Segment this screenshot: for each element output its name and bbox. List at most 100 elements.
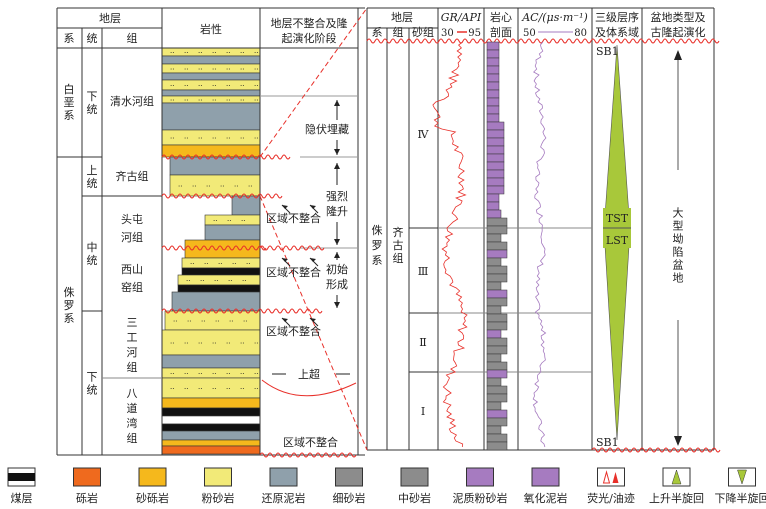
formation-label: 清水河组 <box>110 94 154 108</box>
legend-label: 中砂岩 <box>398 491 431 505</box>
medium-sandstone-icon <box>400 467 429 487</box>
unconformity-wave <box>259 452 357 458</box>
silt-dots: ·· <box>198 385 202 393</box>
header-formation: 组 <box>127 31 138 45</box>
silt-dots: ·· <box>226 82 230 90</box>
silt-dots: ·· <box>220 183 224 191</box>
silt-dots: ·· <box>184 49 188 57</box>
core-layer <box>486 305 502 315</box>
glut-layer <box>161 397 261 409</box>
top-unconformity <box>366 38 720 44</box>
char: 型 <box>673 219 684 233</box>
silt-dots: ·· <box>215 318 219 326</box>
r-header-strata: 地层 <box>391 11 413 24</box>
silt-dots: ·· <box>198 370 202 378</box>
core-layer <box>486 409 508 419</box>
formation-toutunhe: 头屯河组 <box>121 213 143 244</box>
header-lithology: 岩性 <box>200 22 222 36</box>
silt-dots: ·· <box>254 82 258 90</box>
unconformity-wave <box>161 193 283 199</box>
silt-dots: ·· <box>198 82 202 90</box>
glutenite-icon <box>138 467 167 487</box>
series-label: 上统 <box>87 164 98 190</box>
core-layer <box>486 241 508 251</box>
silt-dots: ·· <box>212 97 216 105</box>
swatch <box>73 467 101 487</box>
silt-layer <box>161 95 261 104</box>
silt-layer <box>161 79 261 91</box>
legend: 煤层砾岩砂砾岩粉砂岩还原泥岩细砂岩中砂岩泥质粉砂岩氧化泥岩荧光/油迹上升半旋回下… <box>7 467 766 505</box>
swatch-band <box>8 473 35 481</box>
r-system: 侏罗系 <box>371 224 383 267</box>
silt-dots: ·· <box>184 82 188 90</box>
tri <box>612 472 619 483</box>
ac-min: 50 <box>523 28 536 39</box>
core-layer <box>486 393 508 403</box>
stage-burial: 隐伏埋藏 <box>305 122 349 136</box>
core-layer <box>486 425 502 435</box>
silt-dots: ·· <box>184 135 188 143</box>
swatch <box>269 467 298 487</box>
core-layer <box>486 369 508 379</box>
legend-label: 细砂岩 <box>333 491 366 505</box>
core-layer <box>486 377 502 387</box>
silt-dots: ·· <box>226 66 230 74</box>
silt-dots: ·· <box>226 370 230 378</box>
core-layer <box>486 329 502 339</box>
core-layer <box>486 209 502 219</box>
silt-layer <box>161 377 261 399</box>
swatch <box>204 467 232 487</box>
char: 坳 <box>673 232 684 246</box>
char: 大 <box>673 206 684 220</box>
swatch <box>531 467 560 487</box>
unconformity-wave <box>161 154 291 160</box>
silt-dots: ·· <box>254 370 258 378</box>
core-layer <box>486 97 500 107</box>
mud-layer <box>204 224 261 241</box>
silt-dots: ·· <box>242 277 246 285</box>
onlap-label: 上超 <box>298 367 320 381</box>
silt-dots: ·· <box>170 370 174 378</box>
silt-dots: ·· <box>170 97 174 105</box>
arrowhead-icon <box>674 50 682 60</box>
falling-cycle-icon <box>728 467 756 487</box>
silt-dots: ·· <box>170 66 174 74</box>
fluorescence-icon <box>597 467 625 487</box>
legend-label: 荧光/油迹 <box>587 491 635 505</box>
silt-dots: ·· <box>200 277 204 285</box>
arrowhead-icon <box>334 252 340 258</box>
conglomerate-icon <box>73 467 101 487</box>
sand-group-2: Ⅱ <box>419 336 426 349</box>
silt-dots: ·· <box>248 183 252 191</box>
coal-layer <box>161 423 261 432</box>
char: 统 <box>87 177 98 190</box>
silt-dots: ·· <box>212 82 216 90</box>
header-series: 统 <box>87 32 98 45</box>
silt-dots: ·· <box>198 340 202 348</box>
char: 地 <box>673 272 684 285</box>
arrowhead-icon <box>334 239 340 245</box>
silt-dots: ·· <box>187 318 191 326</box>
silt-dots: ·· <box>184 97 188 105</box>
mud-layer <box>161 354 261 369</box>
char: 陷 <box>673 245 684 259</box>
coal-icon <box>7 467 36 487</box>
header-stage-2: 起演化阶段 <box>282 31 337 45</box>
r-header-sand-group: 砂组 <box>412 25 434 39</box>
onlap-surface <box>261 379 357 397</box>
series-label: 中统 <box>87 241 98 267</box>
mud-layer <box>171 291 261 312</box>
bottom-unconformity <box>591 447 721 453</box>
core-layer <box>486 145 505 155</box>
silt-dots: ·· <box>240 66 244 74</box>
coal-layer <box>161 407 261 417</box>
mud-layer <box>161 102 261 131</box>
arrowhead-icon <box>310 258 316 262</box>
core-layer <box>486 129 505 139</box>
core-layer <box>486 321 508 331</box>
r-header-seq: 三级层序 <box>595 10 639 24</box>
silt-dots: ·· <box>212 66 216 74</box>
tri <box>602 470 611 484</box>
basin-type: 大型坳陷盆地 <box>673 206 684 285</box>
